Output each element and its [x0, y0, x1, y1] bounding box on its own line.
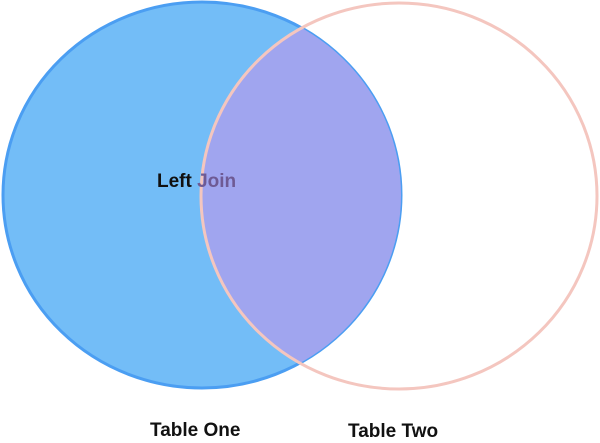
join-word: Join	[197, 171, 237, 192]
join-left-word: Left	[157, 171, 192, 192]
table-one-label: Table One	[150, 420, 241, 441]
intersection-region	[201, 3, 401, 388]
table-two-label: Table Two	[348, 421, 439, 442]
join-type-label: Left Join	[157, 171, 236, 193]
table-two-circle	[199, 1, 599, 391]
